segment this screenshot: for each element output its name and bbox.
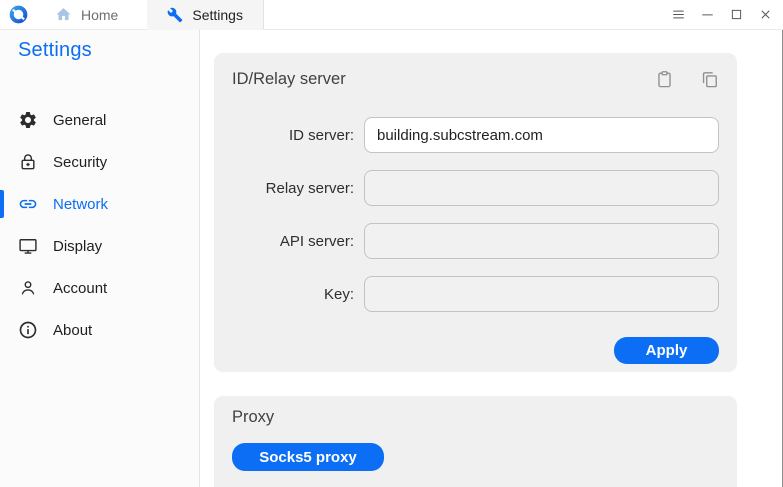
maximize-button[interactable] xyxy=(722,0,751,29)
sidebar-item-about[interactable]: About xyxy=(0,309,199,351)
id-relay-card-header: ID/Relay server xyxy=(232,67,719,91)
sidebar-item-display[interactable]: Display xyxy=(0,225,199,267)
sidebar-item-general[interactable]: General xyxy=(0,99,199,141)
apply-button[interactable]: Apply xyxy=(614,337,719,364)
gear-icon xyxy=(18,110,38,130)
proxy-card: Proxy Socks5 proxy xyxy=(214,396,737,487)
sidebar-item-label: Security xyxy=(53,153,108,171)
id-relay-server-card: ID/Relay server xyxy=(214,53,737,372)
id-server-row: ID server: xyxy=(232,117,719,153)
sidebar-item-security[interactable]: Security xyxy=(0,141,199,183)
close-icon xyxy=(758,7,773,22)
card-header-actions xyxy=(655,70,719,89)
link-icon xyxy=(18,194,38,214)
titlebar-spacer xyxy=(264,0,664,29)
proxy-card-title: Proxy xyxy=(232,408,275,426)
apply-row: Apply xyxy=(232,337,719,364)
titlebar: Home Settings xyxy=(0,0,783,30)
tab-home[interactable]: Home xyxy=(40,0,133,29)
socks5-proxy-button[interactable]: Socks5 proxy xyxy=(232,443,384,471)
wrench-icon xyxy=(167,7,183,23)
sidebar-title: Settings xyxy=(18,39,92,61)
info-icon xyxy=(18,320,38,340)
api-server-input[interactable] xyxy=(364,223,719,259)
api-server-row: API server: xyxy=(232,223,719,259)
id-server-label: ID server: xyxy=(288,126,354,144)
rustdesk-logo-icon xyxy=(8,4,29,25)
tab-settings[interactable]: Settings xyxy=(147,0,264,30)
sidebar-item-label: About xyxy=(53,321,93,339)
relay-server-label: Relay server: xyxy=(265,179,354,197)
network-settings-pane: ID/Relay server xyxy=(200,30,783,487)
close-button[interactable] xyxy=(751,0,780,29)
sidebar-item-label: Display xyxy=(53,237,103,255)
settings-nav: General Security Netwo xyxy=(0,99,199,351)
sidebar-item-network[interactable]: Network xyxy=(0,183,199,225)
sidebar-item-label: General xyxy=(53,111,107,129)
person-icon xyxy=(18,278,38,298)
hamburger-icon xyxy=(671,7,686,22)
paste-icon[interactable] xyxy=(655,70,674,89)
key-row: Key: xyxy=(232,276,719,312)
settings-sidebar: Settings General Securit xyxy=(0,30,200,487)
key-label: Key: xyxy=(323,285,354,303)
key-input[interactable] xyxy=(364,276,719,312)
sidebar-item-label: Network xyxy=(53,195,109,213)
hamburger-menu-button[interactable] xyxy=(664,0,693,29)
relay-server-row: Relay server: xyxy=(232,170,719,206)
minimize-button[interactable] xyxy=(693,0,722,29)
maximize-icon xyxy=(729,7,744,22)
card-title: ID/Relay server xyxy=(232,69,346,88)
id-server-input[interactable] xyxy=(364,117,719,153)
tab-home-label: Home xyxy=(81,6,119,23)
api-server-label: API server: xyxy=(279,232,354,250)
sidebar-item-label: Account xyxy=(53,279,108,297)
lock-icon xyxy=(18,152,38,172)
monitor-icon xyxy=(18,236,38,256)
sidebar-item-account[interactable]: Account xyxy=(0,267,199,309)
tab-settings-label: Settings xyxy=(192,6,243,23)
copy-icon[interactable] xyxy=(700,70,719,89)
home-icon xyxy=(55,6,72,23)
relay-server-input[interactable] xyxy=(364,170,719,206)
minimize-icon xyxy=(700,7,715,22)
